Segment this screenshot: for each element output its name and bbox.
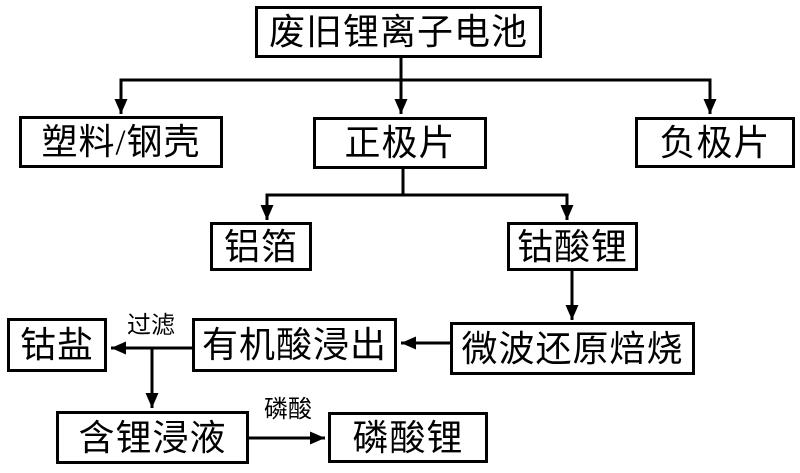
node-waste-battery: 废旧锂离子电池 xyxy=(255,6,542,58)
node-organic-acid-leaching: 有机酸浸出 xyxy=(192,318,397,372)
node-cathode-sheet: 正极片 xyxy=(313,117,487,169)
node-anode-sheet: 负极片 xyxy=(635,117,795,168)
node-lithium-phosphate: 磷酸锂 xyxy=(328,412,488,463)
edge-label-phosphoric-acid: 磷酸 xyxy=(263,397,313,423)
edge-label-filter: 过滤 xyxy=(126,313,176,339)
node-microwave-reduction-roasting: 微波还原焙烧 xyxy=(450,322,695,375)
node-cobalt-salt: 钴盐 xyxy=(7,318,107,372)
node-aluminum-foil: 铝箔 xyxy=(210,222,312,271)
node-lithium-cobalt-oxide: 钴酸锂 xyxy=(507,222,638,271)
node-lithium-leachate: 含锂浸液 xyxy=(56,411,249,464)
node-plastic-steel-shell: 塑料/钢壳 xyxy=(19,116,223,168)
